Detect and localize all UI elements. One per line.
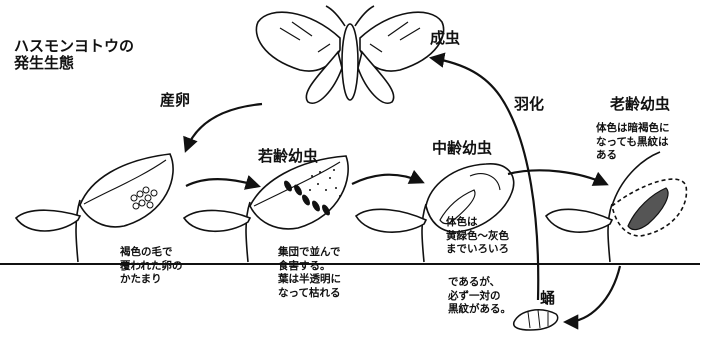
note-young-line-1: 集団で並んで	[278, 246, 341, 260]
plant-4	[546, 152, 686, 262]
note-young-line-2: 食害する。	[278, 260, 341, 274]
note-middle-larva-marks: であるが、 必ず一対の 黒紋がある。	[448, 276, 511, 317]
label-pupa: 蛹	[540, 290, 555, 307]
arrow-to-pupa	[566, 266, 620, 322]
title-line-1: ハスモンヨトウの	[14, 38, 134, 55]
label-young-larva: 若齢幼虫	[258, 148, 318, 165]
label-middle-larva: 中齢幼虫	[432, 140, 492, 157]
note-young-line-3: 葉は半透明に	[278, 273, 341, 287]
diagram-title: ハスモンヨトウの 発生生態	[14, 38, 134, 73]
note-young-larva: 集団で並んで 食害する。 葉は半透明に なって枯れる	[278, 246, 341, 301]
label-adult: 成虫	[430, 30, 460, 47]
note-old-line-3: ある	[596, 149, 670, 163]
note-egg-mass: 褐色の毛で 覆われた卵の かたまり	[120, 246, 182, 287]
arrow-egg-laying	[186, 104, 262, 150]
arrow-to-middle	[352, 175, 422, 184]
note-middle-larva-color: 体色は 黄緑色～灰色 までいろいろ	[446, 216, 509, 257]
note-middle-below-line-3: 黒紋がある。	[448, 303, 511, 317]
note-egg-mass-line-2: 覆われた卵の	[120, 260, 182, 274]
note-middle-line-3: までいろいろ	[446, 243, 509, 257]
label-old-larva: 老齢幼虫	[610, 96, 670, 113]
note-old-line-1: 体色は暗褐色に	[596, 122, 670, 136]
note-old-line-2: なっても黒紋は	[596, 136, 670, 150]
note-young-line-4: なって枯れる	[278, 287, 341, 301]
label-egg-laying: 産卵	[160, 92, 190, 109]
note-middle-below-line-1: であるが、	[448, 276, 511, 290]
note-old-larva: 体色は暗褐色に なっても黒紋は ある	[596, 122, 670, 163]
note-middle-below-line-2: 必ず一対の	[448, 290, 511, 304]
note-middle-line-2: 黄緑色～灰色	[446, 230, 509, 244]
label-emergence: 羽化	[514, 96, 544, 113]
pupa-illustration	[514, 310, 558, 330]
moth-illustration	[256, 6, 443, 103]
note-middle-line-1: 体色は	[446, 216, 509, 230]
title-line-2: 発生生態	[14, 55, 134, 72]
arrow-to-young	[186, 179, 258, 186]
arrow-to-old	[508, 170, 606, 184]
note-egg-mass-line-3: かたまり	[120, 273, 182, 287]
note-egg-mass-line-1: 褐色の毛で	[120, 246, 182, 260]
